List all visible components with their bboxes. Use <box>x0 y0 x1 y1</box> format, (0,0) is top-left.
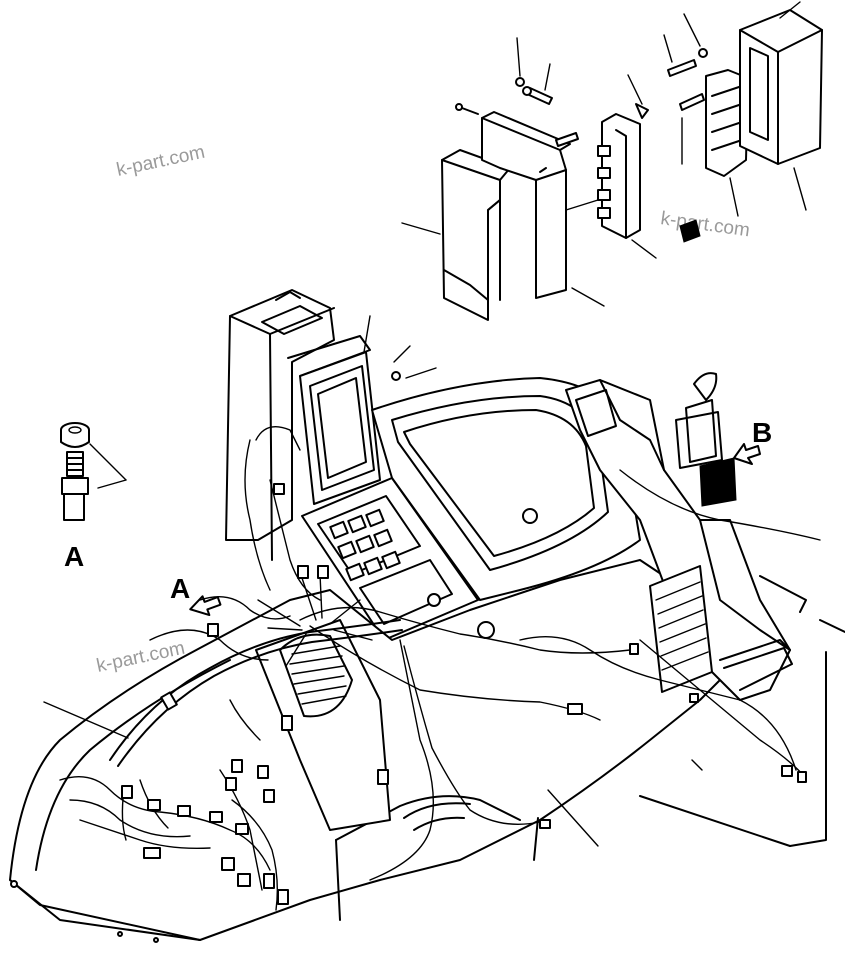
harness-connectors <box>10 483 807 943</box>
center-console <box>255 619 391 831</box>
view-label-a-detail: A <box>64 541 84 572</box>
screws-cover <box>455 37 579 147</box>
joystick <box>675 372 737 507</box>
view-label-a-arrow: A <box>170 573 190 604</box>
view-label-b-arrow: B <box>752 417 772 448</box>
leader-lines-upper <box>363 222 605 381</box>
monitor-panel <box>299 351 381 505</box>
leader-lines-lower <box>43 701 703 847</box>
relay-socket <box>663 13 749 217</box>
detail-a-connector: A <box>60 422 127 572</box>
view-arrow-a: A <box>170 573 222 617</box>
relay-box-cover <box>679 1 823 243</box>
view-arrow-b: B <box>733 417 772 465</box>
lever-housing <box>565 379 793 701</box>
side-grille <box>649 565 713 693</box>
cover-right-half <box>481 111 571 299</box>
wiring-harness <box>59 426 821 911</box>
watermark-1: k-part.com <box>115 142 207 181</box>
floor-plate <box>639 575 845 847</box>
cover-left-half <box>441 149 511 321</box>
switch-panel <box>301 477 479 641</box>
switch-bracket <box>565 74 657 259</box>
